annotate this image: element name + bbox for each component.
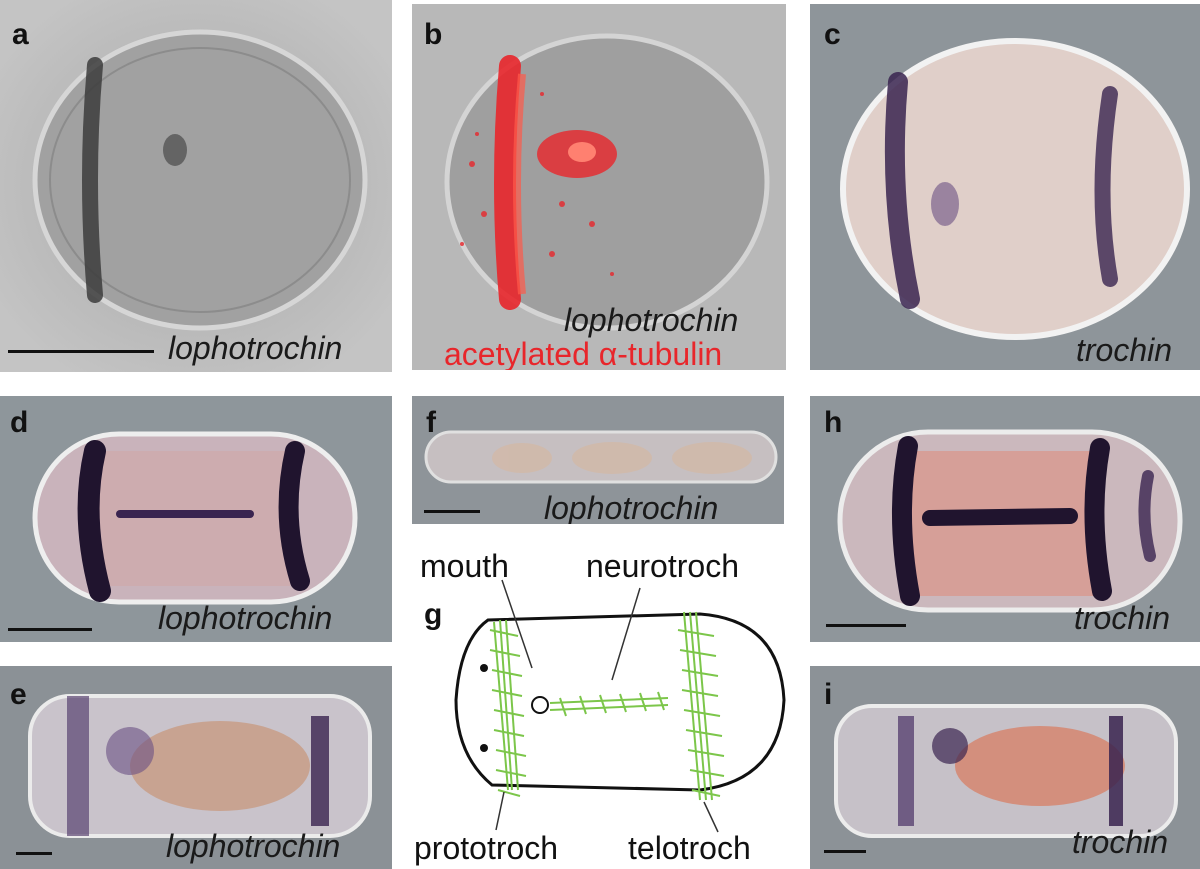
panel-label-f: f [426, 406, 436, 439]
gene-label: lophotrochin [166, 828, 341, 864]
gene-label: lophotrochin [564, 302, 739, 338]
gene-label: trochin [1074, 600, 1171, 636]
gene-label: lophotrochin [168, 330, 343, 366]
mouth-opening [531, 696, 549, 714]
scale-bar [424, 510, 480, 513]
scale-bar [826, 624, 906, 627]
prototroch-cilia [489, 619, 527, 797]
prototroch-pointer [495, 791, 505, 831]
panel-i-image [810, 666, 1200, 869]
scale-bar [824, 850, 866, 853]
panel-h-image [810, 396, 1200, 642]
scale-bar [16, 852, 52, 855]
panel-label-c: c [824, 18, 841, 51]
panel-c: c trochin [810, 4, 1200, 370]
panel-label-i: i [824, 678, 833, 711]
eyespot [480, 664, 488, 672]
neurotroch-cilia [549, 691, 669, 717]
panel-f: f lophotrochin [412, 396, 784, 524]
mouth-label: mouth [420, 548, 509, 584]
neurotroch-label: neurotroch [586, 548, 739, 584]
panel-e: e lophotrochin [0, 666, 392, 869]
gene-label: trochin [1076, 332, 1173, 368]
panel-i: i trochin [810, 666, 1200, 869]
panel-g-diagram [454, 579, 786, 833]
neurotroch-pointer [611, 587, 641, 681]
gene-label: trochin [1072, 824, 1169, 860]
panel-a-image [0, 0, 392, 372]
panel-b-image [412, 4, 786, 370]
panel-d-image [0, 396, 392, 642]
panel-h: h trochin [810, 396, 1200, 642]
panel-label-b: b [424, 18, 443, 51]
telotroch-pointer [703, 801, 719, 833]
panel-label-a: a [12, 18, 29, 51]
panel-f-image [412, 396, 784, 524]
panel-e-image [0, 666, 392, 869]
panel-label-d: d [10, 406, 29, 439]
scale-bar [8, 350, 154, 353]
panel-d: d lophotrochin [0, 396, 392, 642]
panel-label-g: g [424, 598, 443, 631]
panel-label-h: h [824, 406, 843, 439]
panel-g: g mouth neurotroch prototroch telotroch [400, 540, 800, 869]
panel-b: b lophotrochin acetylated α-tubulin [412, 4, 786, 370]
prototroch-label: prototroch [414, 830, 559, 866]
panel-label-e: e [10, 678, 27, 711]
gene-label: lophotrochin [158, 600, 333, 636]
stain-label: acetylated α-tubulin [444, 336, 723, 370]
scale-bar [8, 628, 92, 631]
gene-label: lophotrochin [544, 490, 719, 524]
panel-c-image [810, 4, 1200, 370]
mouth-pointer [501, 579, 533, 669]
telotroch-label: telotroch [628, 830, 751, 866]
eyespot [480, 744, 488, 752]
telotroch-cilia [677, 611, 725, 801]
panel-a: a lophotrochin [0, 0, 392, 372]
